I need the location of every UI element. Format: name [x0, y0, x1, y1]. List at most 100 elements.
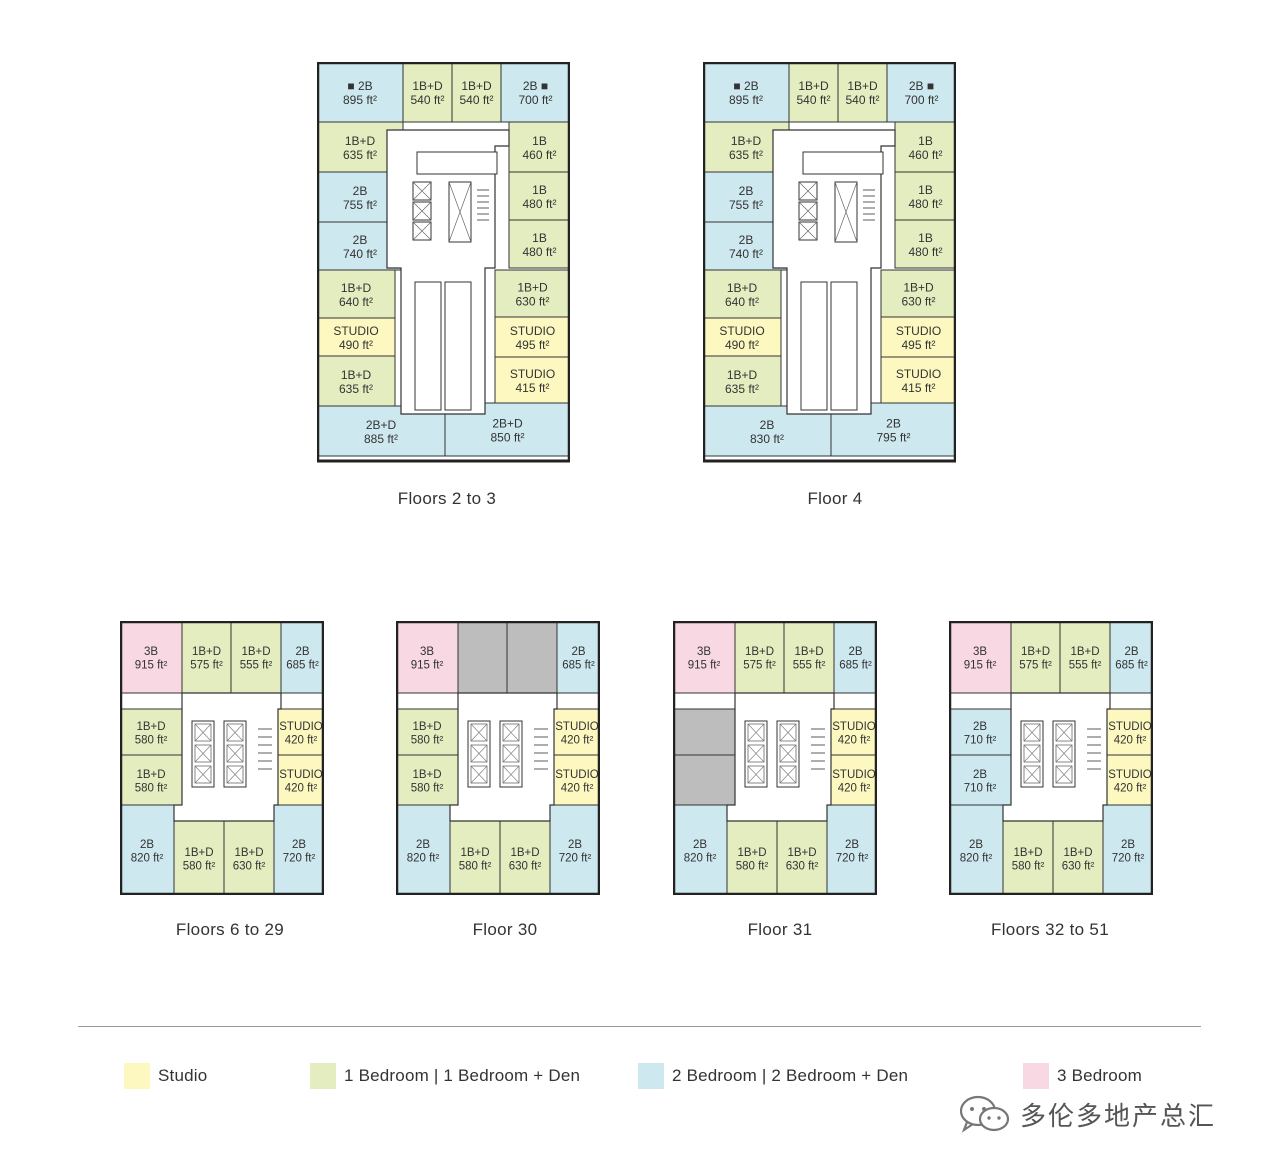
- unit-studio: STUDIO 420 ft²: [277, 754, 324, 806]
- unit-area-label: 635 ft²: [339, 382, 373, 396]
- unit-type-label: 2B: [969, 839, 983, 851]
- unit-type-label: 1B+D: [727, 281, 758, 295]
- unit-area-label: 575 ft²: [743, 660, 776, 672]
- building-core: [1002, 692, 1111, 822]
- unit-area-label: 580 ft²: [411, 735, 444, 747]
- unit-area-label: 720 ft²: [283, 853, 316, 865]
- unit-type-label: STUDIO: [555, 769, 599, 781]
- unit-grey: [673, 708, 736, 756]
- unit-type-label: 1B+D: [1013, 847, 1042, 859]
- unit-type-label: 2B+D: [366, 418, 397, 432]
- unit-type-label: 2B: [416, 839, 430, 851]
- unit-type-label: 3B: [144, 646, 158, 658]
- unit-type-label: 2B: [1124, 646, 1138, 658]
- unit-type-label: 1B+D: [903, 281, 934, 295]
- unit-type-label: 1B: [918, 183, 933, 197]
- unit-type-label: STUDIO: [719, 324, 764, 338]
- unit-type-label: STUDIO: [896, 367, 941, 381]
- unit-area-label: 740 ft²: [729, 247, 763, 261]
- unit-area-label: 630 ft²: [515, 295, 549, 309]
- unit-area-label: 555 ft²: [240, 660, 273, 672]
- unit-area-label: 710 ft²: [964, 783, 997, 795]
- unit-area-label: 685 ft²: [839, 660, 872, 672]
- unit-type-label: 2B: [973, 769, 987, 781]
- legend-item-studio: Studio: [124, 1061, 207, 1091]
- unit-area-label: 630 ft²: [509, 861, 542, 873]
- unit-type-label: 2B: [353, 184, 368, 198]
- unit-area-label: 420 ft²: [1114, 783, 1147, 795]
- unit-area-label: 480 ft²: [908, 245, 942, 259]
- unit-two: 2B 710 ft²: [949, 754, 1012, 806]
- legend-swatch: [310, 1063, 336, 1089]
- unit-area-label: 420 ft²: [838, 783, 871, 795]
- unit-type-label: 2B+D: [492, 417, 523, 431]
- unit-area-label: 895 ft²: [729, 93, 763, 107]
- unit-area-label: 420 ft²: [561, 783, 594, 795]
- unit-one: 1B+D 575 ft²: [181, 621, 232, 694]
- unit-grey: [457, 621, 508, 694]
- unit-type-label: ■ 2B: [733, 79, 758, 93]
- unit-area-label: 415 ft²: [901, 381, 935, 395]
- unit-type-label: 3B: [973, 646, 987, 658]
- unit-area-label: 490 ft²: [725, 338, 759, 352]
- floorplan-caption: Floors 6 to 29: [175, 920, 285, 939]
- unit-area-label: 915 ft²: [411, 660, 444, 672]
- unit-grey: [673, 754, 736, 806]
- unit-type-label: 2B: [973, 721, 987, 733]
- unit-area-label: 580 ft²: [183, 861, 216, 873]
- unit-type-label: 2B: [1121, 839, 1135, 851]
- floorplan-caption: Floor 4: [807, 489, 863, 508]
- unit-area-label: 420 ft²: [285, 783, 318, 795]
- unit-type-label: 1B+D: [412, 79, 443, 93]
- unit-area-label: 575 ft²: [190, 660, 223, 672]
- unit-type-label: 1B+D: [737, 847, 766, 859]
- unit-area-label: 820 ft²: [684, 853, 717, 865]
- unit-area-label: 755 ft²: [343, 198, 377, 212]
- unit-area-label: 720 ft²: [1112, 853, 1145, 865]
- unit-area-label: 460 ft²: [522, 148, 556, 162]
- unit-area-label: 895 ft²: [343, 93, 377, 107]
- unit-type-label: STUDIO: [279, 769, 323, 781]
- unit-area-label: 635 ft²: [729, 148, 763, 162]
- unit-type-label: 1B+D: [192, 646, 221, 658]
- floorplan-caption: Floor 31: [747, 920, 813, 939]
- unit-type-label: 1B+D: [1063, 847, 1092, 859]
- unit-area-label: 495 ft²: [515, 338, 549, 352]
- unit-type-label: 1B+D: [136, 769, 165, 781]
- unit-area-label: 420 ft²: [285, 735, 318, 747]
- unit-type-label: 1B+D: [460, 847, 489, 859]
- unit-area-label: 915 ft²: [135, 660, 168, 672]
- unit-type-label: 2B ■: [523, 79, 548, 93]
- unit-area-label: 915 ft²: [688, 660, 721, 672]
